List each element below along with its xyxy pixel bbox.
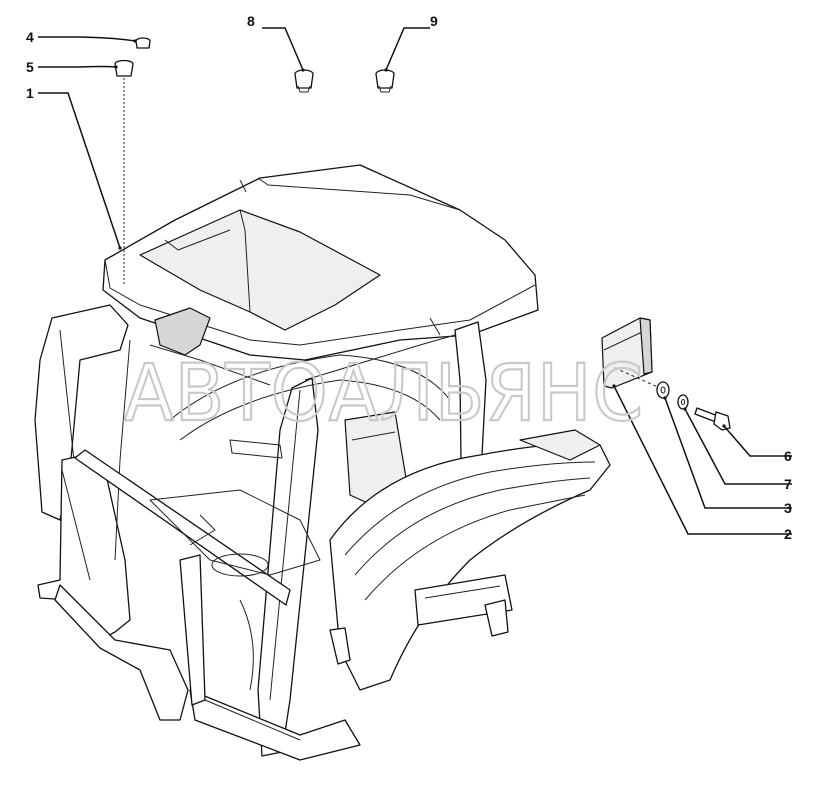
part-9-plug	[375, 69, 395, 93]
callout-4: 4	[26, 29, 34, 45]
part-5-plug	[114, 59, 134, 285]
callout-1: 1	[26, 85, 34, 101]
callout-5: 5	[26, 59, 34, 75]
callout-7: 7	[784, 476, 792, 492]
part-6-bolt	[694, 407, 731, 431]
part-3-washer	[656, 381, 670, 399]
cab-roof	[102, 164, 539, 361]
cab-fender	[329, 429, 611, 691]
callout-6: 6	[784, 448, 792, 464]
callout-8: 8	[247, 13, 255, 29]
part-2-bracket	[601, 317, 661, 389]
part-7-washer	[677, 394, 689, 410]
callout-2: 2	[784, 526, 792, 542]
callout-3: 3	[784, 500, 792, 516]
leader-lines	[38, 27, 792, 535]
watermark-text: АВТОАЛЬЯНС	[124, 349, 644, 439]
callout-9: 9	[430, 13, 438, 29]
part-4-cap	[135, 37, 151, 49]
cab-interior	[149, 354, 451, 691]
part-8-plug	[294, 69, 314, 93]
callout-labels: 4 5 1 8 9 6 7 3 2	[26, 13, 792, 542]
